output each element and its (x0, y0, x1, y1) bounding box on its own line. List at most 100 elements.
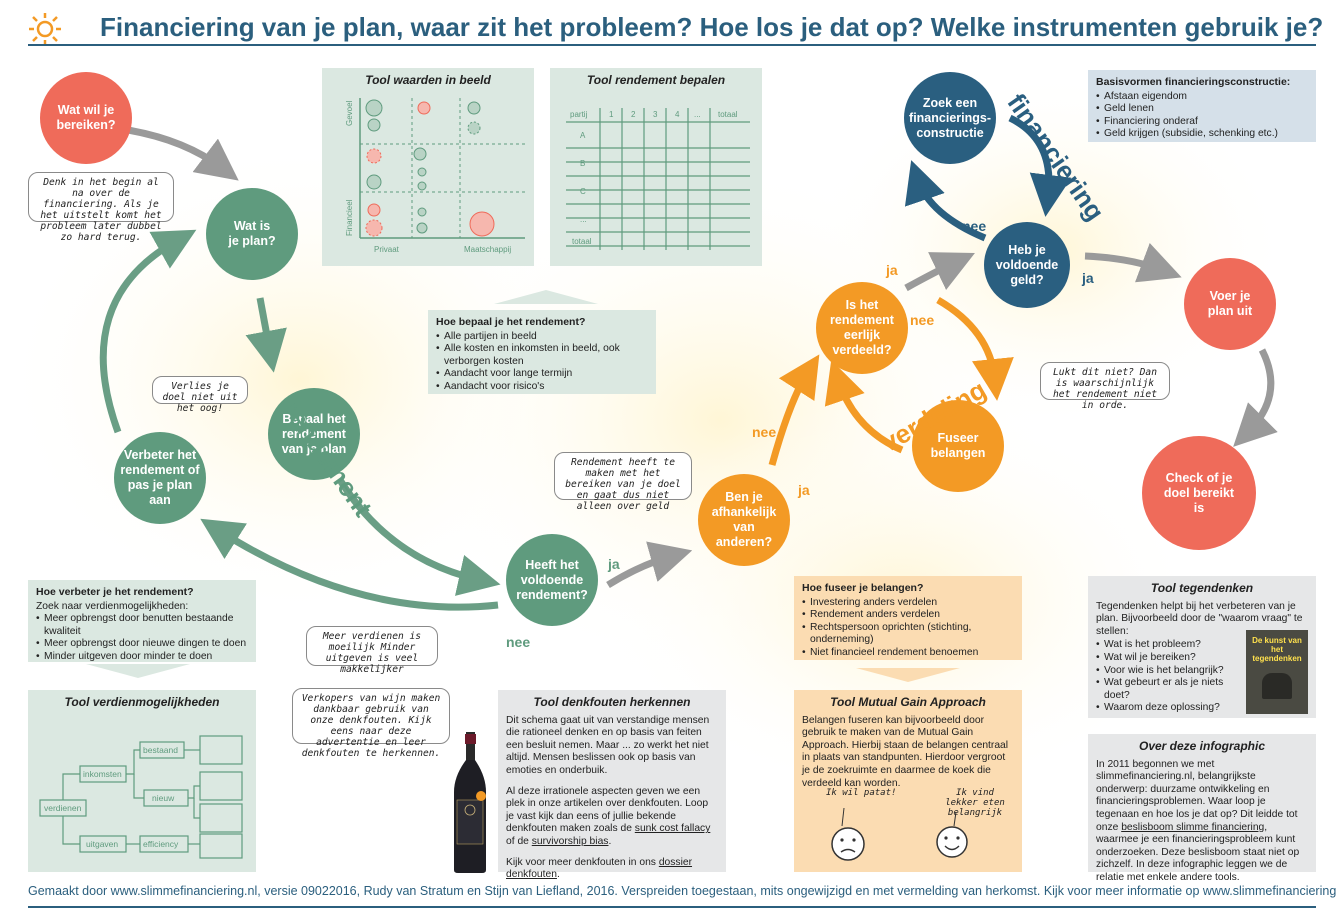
axis-label-maatschappij: Maatschappij (464, 245, 511, 254)
label-nee-voldoende: nee (506, 634, 531, 650)
circle-wat-wil-je-bereiken[interactable]: Wat wil je bereiken? (40, 72, 132, 164)
text: Al deze irrationele aspecten geven we ee… (506, 785, 709, 835)
text: . (608, 835, 612, 847)
hoe-bepaal-title: Hoe bepaal je het rendement? (436, 316, 586, 328)
tool-denkfouten-herkennen: Tool denkfouten herkennen Dit schema gaa… (498, 690, 726, 880)
footer-divider (28, 906, 1316, 908)
waarden-matrix-diagram: Gevoel Financieel Privaat Maatschappij (345, 98, 525, 254)
label-ja-afhankelijk: ja (798, 482, 810, 498)
circle-fuseer-belangen[interactable]: Fuseer belangen (912, 400, 1004, 492)
list-item: Rechtspersoon oprichten (stichting, onde… (802, 622, 1014, 647)
tegendenken-intro: Tegendenken helpt bij het verbeteren van… (1096, 600, 1303, 637)
list-item: Minder uitgeven door minder te doen (36, 651, 248, 664)
over-title: Over deze infographic (1138, 739, 1266, 753)
text: , waarmee je een financieringsprobleem k… (1096, 821, 1300, 883)
tool-verdienmogelijkheden: Tool verdienmogelijkheden (28, 690, 256, 872)
circle-afhankelijk-van-anderen[interactable]: Ben je afhankelijk van anderen? (698, 474, 790, 566)
verdien-tree-diagram: verdienen inkomsten bestaand nieuw uitga… (39, 735, 243, 859)
tool-waarden-in-beeld: Tool waarden in beeld (322, 68, 534, 266)
mutual-faces-illustration (831, 807, 968, 861)
list-item: Afstaan eigendom (1096, 91, 1308, 104)
list-item: Aandacht voor risico's (436, 381, 648, 394)
speech-lekker-eten: Ik vind lekker eten belangrijk (945, 788, 1005, 818)
circle-verbeter-rendement[interactable]: Verbeter het rendement of pas je plan aa… (114, 432, 206, 524)
list-item: Wat wil je bereiken? (1096, 652, 1246, 665)
circle-check-doel-bereikt[interactable]: Check of je doel bereikt is (1142, 436, 1256, 550)
circle-voer-je-plan-uit[interactable]: Voer je plan uit (1184, 258, 1276, 350)
th-3: 3 (653, 110, 658, 119)
bubble-verlies-doel: Verlies je doel niet uit het oog! (152, 376, 248, 414)
row-c: C (580, 187, 586, 196)
node-efficiency: efficiency (143, 839, 179, 849)
label-nee-geld: nee (962, 218, 987, 234)
over-text: In 2011 begonnen we met slimmefinancieri… (1096, 759, 1308, 885)
axis-label-privaat: Privaat (374, 245, 400, 254)
tool-waarden-title: Tool waarden in beeld (365, 73, 491, 87)
box-hoe-bepaal-rendement: Hoe bepaal je het rendement? Alle partij… (428, 310, 656, 394)
row-b: B (580, 159, 585, 168)
page-title: Financiering van je plan, waar zit het p… (100, 12, 1324, 42)
bubble-verkopers-wijn: Verkopers van wijn maken dankbaar gebrui… (292, 688, 450, 759)
row-totaal: totaal (572, 237, 592, 246)
box-hoe-fuseer-belangen: Hoe fuseer je belangen? Investering ande… (794, 576, 1022, 660)
footer-credits: Gemaakt door www.slimmefinanciering.nl, … (28, 884, 1336, 898)
list-item: Wat is het probleem? (1096, 639, 1246, 652)
node-bestaand: bestaand (143, 745, 178, 755)
hoe-verbeter-title: Hoe verbeter je het rendement? (36, 586, 194, 598)
list-item: Niet financieel rendement benoemen (802, 647, 1014, 660)
tool-rendement-title: Tool rendement bepalen (586, 73, 726, 87)
bubble-denk-aan-financiering: Denk in het begin al na over de financie… (28, 172, 174, 243)
tool-verdien-title: Tool verdienmogelijkheden (64, 695, 220, 709)
text: . (556, 869, 560, 881)
speech-ik-wil-patat: Ik wil patat! (826, 788, 897, 798)
list-item: Alle kosten en inkomsten in beeld, ook v… (436, 343, 648, 368)
axis-label-financieel: Financieel (345, 199, 354, 236)
th-partij: partij (570, 110, 588, 119)
text: In 2011 begonnen we met slimmefinancieri… (1096, 758, 1298, 833)
list-item: Meer opbrengst door nieuwe dingen te doe… (36, 638, 248, 651)
list-item: Alle partijen in beeld (436, 331, 648, 344)
denkfouten-p1: Dit schema gaat uit van verstandige mens… (506, 714, 710, 776)
box-hoe-verbeter-rendement: Hoe verbeter je het rendement? Zoek naar… (28, 580, 256, 664)
book-figure-icon (1262, 673, 1292, 699)
label-ja-geld: ja (1082, 270, 1094, 286)
link-survivorship-bias[interactable]: survivorship bias (531, 835, 609, 847)
circle-heb-je-voldoende-geld[interactable]: Heb je voldoende geld? (984, 222, 1070, 308)
label-ja-eerlijk: ja (886, 262, 898, 278)
list-item: Rendement anders verdelen (802, 609, 1014, 622)
node-nieuw: nieuw (152, 793, 175, 803)
circle-rendement-eerlijk-verdeeld[interactable]: Is het rendement eerlijk verdeeld? (816, 282, 908, 374)
link-sunk-cost-fallacy[interactable]: sunk cost fallacy (634, 823, 711, 835)
hoe-verbeter-intro: Zoek naar verdienmogelijkheden: (36, 600, 189, 612)
link-beslisboom[interactable]: beslisboom slimme financiering (1121, 821, 1265, 833)
sun-logo-icon (29, 13, 61, 45)
th-1: 1 (609, 110, 614, 119)
denkfouten-p3: Kijk voor meer denkfouten in ons dossier… (506, 857, 718, 882)
tool-mutual-title: Tool Mutual Gain Approach (830, 695, 986, 709)
tool-denkfouten-title: Tool denkfouten herkennen (533, 695, 691, 709)
list-item: Voor wie is het belangrijk? (1096, 665, 1246, 678)
list-item: Geld krijgen (subsidie, schenking etc.) (1096, 128, 1308, 141)
label-nee-afhankelijk: nee (752, 424, 777, 440)
label-ja-voldoende: ja (608, 556, 620, 572)
hoe-fuseer-title: Hoe fuseer je belangen? (802, 582, 924, 594)
row-a: A (580, 131, 586, 140)
pointer-triangle (856, 668, 960, 682)
list-item: Waarom deze oplossing? (1096, 702, 1246, 715)
circle-bepaal-rendement[interactable]: Bepaal het rendement van je plan (268, 388, 360, 480)
box-over-deze-infographic: Over deze infographic In 2011 begonnen w… (1088, 734, 1316, 883)
circle-wat-is-je-plan[interactable]: Wat is je plan? (206, 188, 298, 280)
rendement-table-grid: partij 1 2 3 4 ... totaal A B C ... tota… (566, 108, 750, 250)
th-totaal: totaal (718, 110, 738, 119)
row-dots: ... (580, 215, 587, 224)
tool-rendement-bepalen: Tool rendement bepalen (550, 68, 762, 266)
circle-zoek-financieringsconstructie[interactable]: Zoek een financierings-constructie (904, 72, 996, 164)
bubble-meer-verdienen: Meer verdienen is moeilijk Minder uitgev… (306, 626, 438, 675)
th-4: 4 (675, 110, 680, 119)
list-item: Investering anders verdelen (802, 597, 1014, 610)
node-uitgaven: uitgaven (86, 839, 118, 849)
link-dossier-denkfouten[interactable]: dossier denkfouten (506, 856, 693, 881)
circle-heeft-voldoende-rendement[interactable]: Heeft het voldoende rendement? (506, 534, 598, 626)
text: of de (506, 835, 532, 847)
axis-label-gevoel: Gevoel (345, 100, 354, 126)
